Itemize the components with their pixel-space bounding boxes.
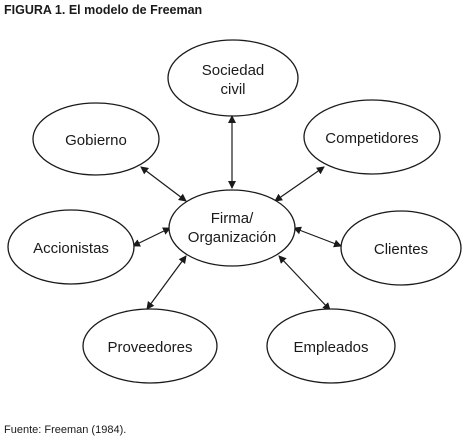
node-clientes: Clientes: [340, 210, 462, 286]
node-label-line-1: Firma/: [211, 210, 254, 227]
node-label: Proveedores: [107, 339, 192, 356]
node-sociedad-civil: Sociedad civil: [167, 39, 299, 117]
node-label-line-1: Sociedad: [202, 62, 265, 79]
figure-title: FIGURA 1. El modelo de Freeman: [4, 3, 203, 17]
connector-clientes: [293, 226, 342, 248]
node-label: Competidores: [325, 130, 418, 147]
node-ellipse: [82, 308, 218, 384]
node-label: Gobierno: [65, 132, 127, 149]
node-label: Accionistas: [33, 240, 109, 257]
node-ellipse: [168, 189, 296, 267]
connector-proveedores: [146, 255, 187, 310]
connector-empleados: [278, 255, 331, 311]
node-gobierno: Gobierno: [32, 102, 160, 176]
node-empleados: Empleados: [266, 308, 396, 384]
node-proveedores: Proveedores: [82, 308, 218, 384]
node-ellipse: [340, 210, 462, 286]
node-ellipse: [303, 99, 441, 175]
node-accionistas: Accionistas: [7, 209, 135, 285]
node-competidores: Competidores: [303, 99, 441, 175]
node-ellipse: [7, 209, 135, 285]
node-label: Empleados: [293, 339, 368, 356]
node-label: Clientes: [374, 241, 428, 258]
connector-competidores: [274, 166, 325, 202]
figure-source: Fuente: Freeman (1984).: [4, 424, 127, 436]
connector-gobierno: [140, 166, 187, 202]
node-ellipse: [167, 39, 299, 117]
node-label-line-2: Organización: [188, 229, 276, 246]
node-firma-organizacion: Firma/ Organización: [168, 189, 296, 267]
connector-accionistas: [132, 227, 171, 247]
node-ellipse: [32, 102, 160, 176]
node-label-line-2: civil: [221, 81, 246, 98]
node-ellipse: [266, 308, 396, 384]
